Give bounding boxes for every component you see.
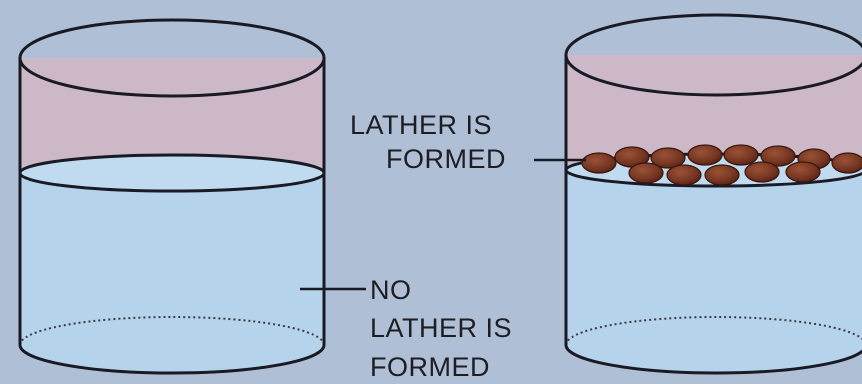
right-beaker-water	[566, 170, 862, 373]
lather-formed-label-line1: LATHER IS	[350, 110, 493, 140]
no-lather-label-line3: FORMED	[370, 352, 490, 382]
lather-bubble	[785, 161, 821, 183]
lather-bubble	[760, 145, 796, 167]
lather-bubble	[581, 152, 617, 174]
right-base-front	[564, 344, 862, 375]
right-base-back	[565, 316, 862, 346]
no-lather-label-line2: LATHER IS	[370, 313, 513, 343]
lather-bubble	[650, 147, 686, 169]
lather-bubble	[666, 164, 702, 186]
left-beaker-water	[20, 173, 324, 373]
lather-formed-label-line2: FORMED	[386, 144, 506, 174]
lather-bubbles	[581, 144, 862, 186]
lather-bubble	[831, 152, 862, 174]
left-water-surface	[18, 153, 326, 193]
lather-bubble	[744, 161, 780, 183]
lather-bubble	[628, 162, 664, 184]
lather-bubble	[687, 144, 723, 166]
no-lather-label-line1: NO	[370, 275, 412, 305]
lather-bubble	[704, 164, 740, 186]
left-beaker	[18, 18, 366, 375]
right-beaker	[534, 13, 862, 375]
left-base-front	[18, 344, 326, 375]
lather-bubble	[723, 144, 759, 166]
left-beaker-rim	[18, 18, 326, 98]
right-beaker-rim	[564, 13, 862, 97]
